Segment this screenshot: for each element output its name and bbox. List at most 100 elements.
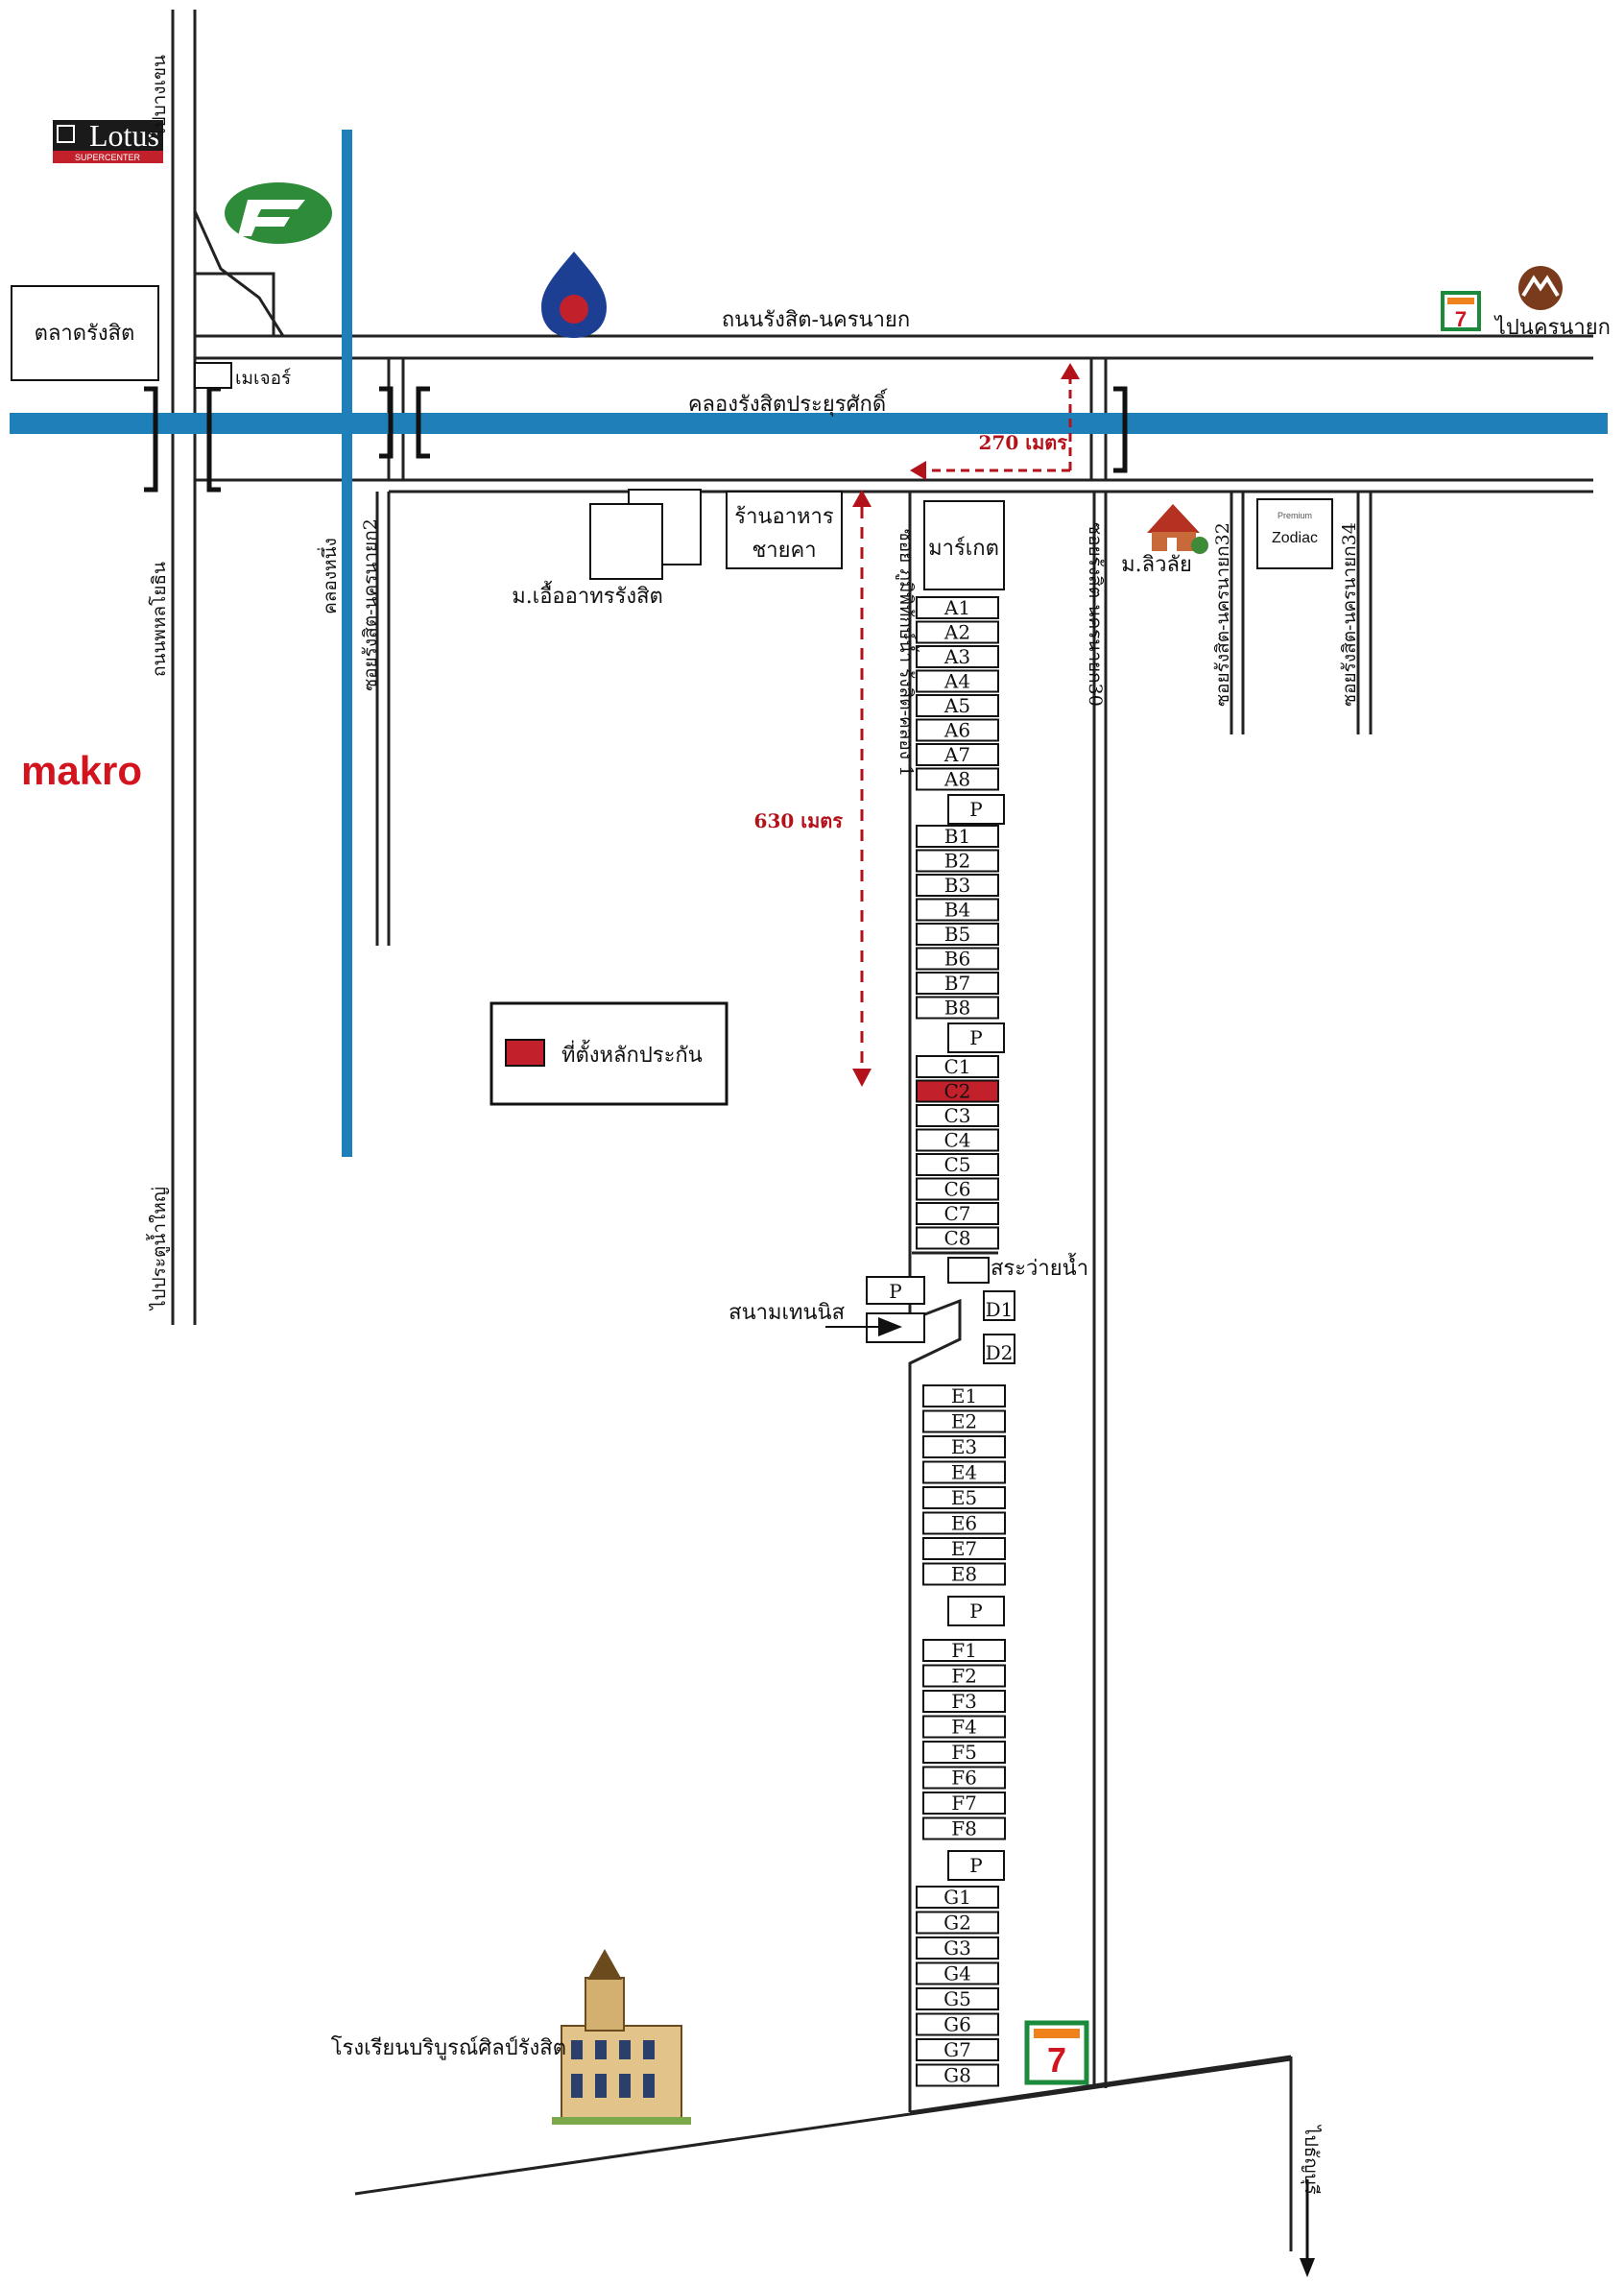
lot-a5: A5 [916, 694, 999, 717]
mayor-label: เมเจอร์ [235, 368, 291, 389]
lot-box [916, 972, 999, 995]
lot-box [916, 1153, 999, 1176]
distance-270 [910, 363, 1080, 480]
parking-boxes [947, 794, 1005, 1881]
lot-label: E5 [951, 1486, 977, 1509]
tennis-parking-label: P [889, 1280, 901, 1303]
lot-g1: G1 [916, 1886, 999, 1909]
lot-label: B7 [944, 972, 970, 995]
lot-box [922, 1435, 1006, 1458]
ptt-logo-icon [541, 252, 607, 338]
lotus-sub-label: SUPERCENTER [75, 153, 141, 162]
lot-label: A2 [943, 621, 970, 644]
buildings [11, 285, 1333, 1343]
bridge-bracket-3 [379, 386, 394, 459]
lot-c7: C7 [916, 1202, 999, 1225]
market-box [923, 500, 1005, 590]
bridge-bracket-1 [144, 386, 158, 493]
lot-box [983, 1290, 1015, 1321]
lot-f8: F8 [922, 1816, 1006, 1840]
lot-box [922, 1486, 1006, 1509]
lot-label: G5 [943, 1987, 971, 2010]
legend-swatch [505, 1039, 545, 1067]
seven-eleven-digit: 7 [1455, 307, 1467, 331]
lot-label: G8 [943, 2064, 971, 2087]
lot-a1: A1 [916, 596, 999, 619]
lot-c4: C4 [916, 1128, 999, 1152]
lot-label: A4 [943, 670, 970, 693]
lot-box [916, 1202, 999, 1225]
restaurant-label-line2: ชายคา [752, 539, 816, 563]
lot-a3: A3 [916, 645, 999, 668]
arrow-left-icon [910, 461, 926, 480]
lot-box [916, 2038, 999, 2061]
lot-f2: F2 [922, 1664, 1006, 1688]
lot-d2: D2 [983, 1334, 1015, 1364]
lot-e8: E8 [922, 1562, 1006, 1586]
lot-label: B6 [944, 948, 970, 971]
lot-g3: G3 [916, 1936, 999, 1960]
lot-box [916, 1886, 999, 1909]
lot-f4: F4 [922, 1715, 1006, 1739]
lot-box [922, 1562, 1006, 1586]
lot-e6: E6 [922, 1511, 1006, 1535]
canals [10, 130, 1608, 1157]
lot-box [916, 849, 999, 873]
to-nakhonnayok-label: ไปนครนายก [1493, 315, 1611, 340]
lot-box [922, 1409, 1006, 1433]
lot-box [916, 1936, 999, 1960]
lot-f3: F3 [922, 1690, 1006, 1713]
lot-b2: B2 [916, 849, 999, 873]
lot-label: D1 [986, 1298, 1014, 1321]
lot-box [916, 1911, 999, 1935]
lot-box [916, 1177, 999, 1201]
lot-label: B5 [944, 923, 970, 946]
lot-b4: B4 [916, 898, 999, 922]
lot-box [916, 1055, 999, 1078]
lot-box [916, 2012, 999, 2036]
zodiac-box [1256, 498, 1333, 569]
lot-box [916, 694, 999, 717]
lot-box [916, 596, 999, 619]
lot-box [916, 1079, 999, 1103]
khlong-hnueng-label: คลองหนึ่ง [317, 538, 341, 614]
pool-label: สระว่ายน้ำ [991, 1253, 1088, 1281]
house-icon [1147, 504, 1208, 554]
lot-box [922, 1690, 1006, 1713]
seven-eleven-icon: 7 [1024, 2020, 1089, 2085]
lot-f6: F6 [922, 1766, 1006, 1790]
parking-label-ef: P [969, 1600, 982, 1623]
arrow-right-icon [825, 1317, 902, 1336]
lot-box [922, 1460, 1006, 1484]
parking-box-ab [947, 794, 1005, 825]
lot-label: E8 [951, 1563, 977, 1586]
lot-box [916, 1104, 999, 1127]
lot-box [983, 1334, 1015, 1364]
seven-eleven-icon: 7 [1441, 291, 1481, 331]
lot-box [916, 874, 999, 897]
lot-e3: E3 [922, 1435, 1006, 1458]
lot-label: E1 [951, 1384, 977, 1407]
lot-label: G2 [943, 1912, 971, 1935]
lot-g7: G7 [916, 2038, 999, 2061]
lot-label: B1 [944, 825, 970, 848]
junction-block [195, 272, 275, 336]
lot-a2: A2 [916, 620, 999, 644]
lot-g6: G6 [916, 2012, 999, 2036]
lot-label: B3 [944, 874, 970, 897]
lot-box [916, 767, 999, 791]
lot-box [916, 825, 999, 848]
lot-box [922, 1816, 1006, 1840]
mayor-box [194, 362, 232, 389]
main-soi-label: ซอย ภูมิพิทักษ์น้ำ รังสิต-คลอง 1 [896, 529, 919, 777]
lot-box [916, 2063, 999, 2087]
lot-box [922, 1792, 1006, 1815]
lot-label: E6 [951, 1512, 977, 1535]
parking-box-ef [947, 1596, 1005, 1626]
parking-label-ab: P [969, 798, 982, 821]
lot-box [916, 1226, 999, 1250]
lot-label: C4 [943, 1129, 970, 1152]
lot-label: F6 [951, 1767, 977, 1790]
lot-label: F8 [951, 1817, 977, 1840]
lotus-logo-icon [53, 120, 163, 163]
